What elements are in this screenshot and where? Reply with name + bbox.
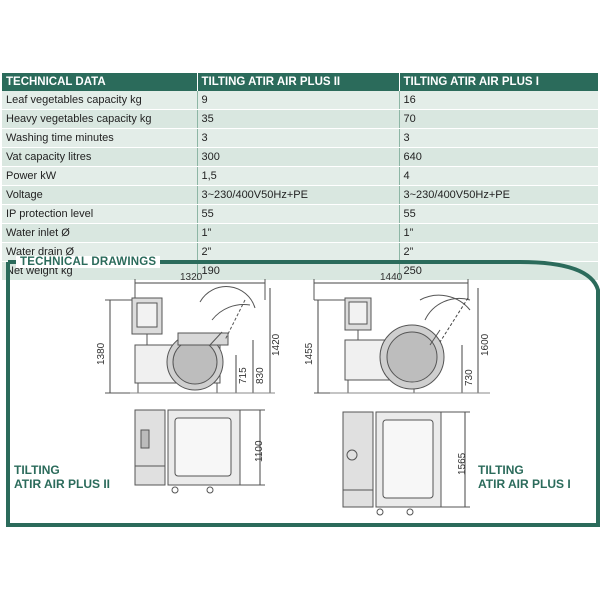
drawings-section-title: TECHNICAL DRAWINGS	[16, 256, 161, 268]
right-model-label-line1: TILTING	[478, 463, 524, 477]
left-model-label: TILTING ATIR AIR PLUS II	[14, 463, 110, 491]
cell-model-1: 640	[399, 147, 598, 167]
dim-right-depth: 1565	[457, 452, 468, 475]
cell-model-2: 9	[197, 91, 400, 110]
cell-model-2: 35	[197, 109, 400, 129]
left-front-view	[105, 279, 275, 394]
right-model-label: TILTING ATIR AIR PLUS I	[478, 463, 571, 491]
right-front-view	[313, 279, 490, 394]
cell-model-2: 55	[197, 204, 400, 224]
column-header: TECHNICAL DATA	[2, 73, 198, 91]
cell-model-2: 3~230/400V50Hz+PE	[197, 185, 400, 205]
dim-left-height: 1380	[96, 342, 107, 365]
dim-right-height: 1455	[304, 342, 315, 365]
drawings-border	[6, 260, 600, 527]
row-label: Voltage	[2, 185, 198, 205]
cell-model-2: 3	[197, 128, 400, 148]
left-model-label-line2: ATIR AIR PLUS II	[14, 477, 110, 491]
right-top-view	[342, 411, 470, 516]
right-model-label-line2: ATIR AIR PLUS I	[478, 477, 571, 491]
cell-model-1: 70	[399, 109, 598, 129]
cell-model-2: 190	[197, 261, 400, 281]
cell-model-1: 16	[399, 91, 598, 110]
left-top-view	[134, 409, 265, 494]
row-label: Washing time minutes	[2, 128, 198, 148]
column-header: TILTING ATIR AIR PLUS II	[197, 73, 400, 91]
row-label: IP protection level	[2, 204, 198, 224]
cell-model-2: 1,5	[197, 166, 400, 186]
row-label: Vat capacity litres	[2, 147, 198, 167]
cell-model-1: 250	[399, 261, 598, 281]
cell-model-1: 1”	[399, 223, 598, 243]
dim-right-rim-height: 730	[464, 369, 475, 386]
table-header-row: TECHNICAL DATA TILTING ATIR AIR PLUS II …	[2, 73, 598, 91]
cell-model-1: 55	[399, 204, 598, 224]
dim-left-tilt-height: 1420	[271, 333, 282, 356]
row-label: Power kW	[2, 166, 198, 186]
row-label: Water inlet Ø	[2, 223, 198, 243]
cell-model-1: 2”	[399, 242, 598, 262]
cell-model-1: 4	[399, 166, 598, 186]
dim-left-rim-height: 830	[255, 367, 266, 384]
row-label: Leaf vegetables capacity kg	[2, 91, 198, 110]
dim-left-width: 1320	[180, 272, 203, 283]
cell-model-2: 1”	[197, 223, 400, 243]
dim-left-depth: 1100	[254, 440, 265, 462]
column-header: TILTING ATIR AIR PLUS I	[399, 73, 598, 91]
dim-right-width: 1440	[380, 272, 403, 283]
row-label: Heavy vegetables capacity kg	[2, 109, 198, 129]
cell-model-1: 3	[399, 128, 598, 148]
dim-right-tilt-height: 1600	[480, 333, 491, 356]
left-model-label-line1: TILTING	[14, 463, 60, 477]
cell-model-2: 300	[197, 147, 400, 167]
cell-model-1: 3~230/400V50Hz+PE	[399, 185, 598, 205]
dim-left-outlet-height: 715	[238, 367, 249, 384]
